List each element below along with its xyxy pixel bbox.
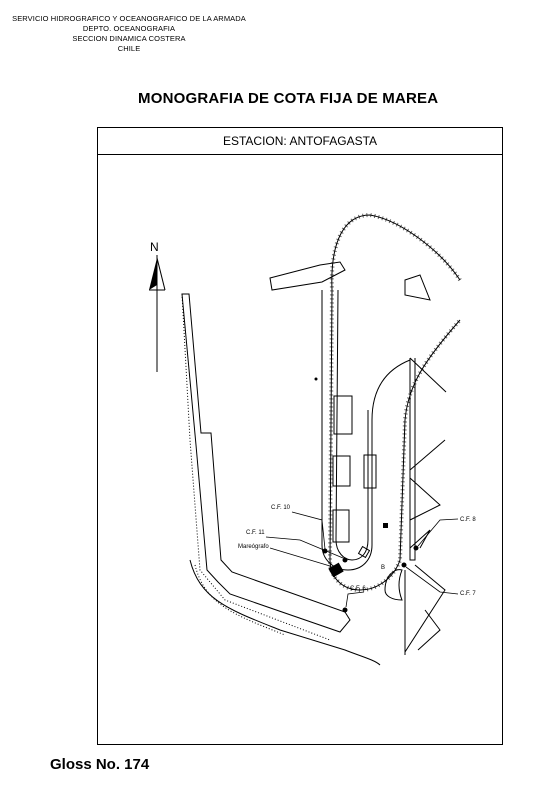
coastline [189, 559, 381, 666]
eastern-jetty [384, 357, 447, 655]
tide-gauge-marker [328, 562, 344, 578]
north-label: N [150, 240, 159, 254]
tide-benchmarks [314, 377, 419, 613]
cf8-label: C.F. 8 [460, 517, 476, 523]
station-title: ESTACION: ANTOFAGASTA [98, 128, 502, 155]
cf10-label: C.F. 10 [271, 505, 291, 511]
document-title: MONOGRAFIA DE COTA FIJA DE MAREA [138, 90, 439, 107]
map-frame: ESTACION: ANTOFAGASTA [97, 127, 503, 745]
section-name: SECCION DINAMICA COSTERA [72, 34, 186, 43]
cf8-marker [413, 545, 419, 551]
survey-point [314, 377, 318, 381]
cf7-marker [401, 562, 407, 568]
north-arrow-icon [149, 255, 166, 372]
warehouses [332, 395, 377, 559]
tide-gauge-label: Mareógrafo [238, 544, 269, 550]
central-pier [269, 261, 431, 571]
point-b-label: B [381, 565, 385, 571]
country-name: CHILE [117, 44, 141, 53]
western-breakwater [181, 293, 351, 641]
agency-name: SERVICIO HIDROGRAFICO Y OCEANOGRAFICO DE… [12, 14, 246, 23]
cf7-label: C.F. 7 [460, 591, 476, 597]
gloss-number: Gloss No. 174 [50, 756, 150, 773]
department-name: DEPTO. OCEANOGRAFIA [82, 24, 176, 33]
cf11-marker [342, 557, 348, 563]
cf6-marker [342, 607, 348, 613]
cf6-label: C.F. 6 [350, 586, 366, 592]
label-leaders [265, 511, 459, 608]
building-block [383, 523, 388, 528]
cf11-label: C.F. 11 [246, 530, 265, 536]
